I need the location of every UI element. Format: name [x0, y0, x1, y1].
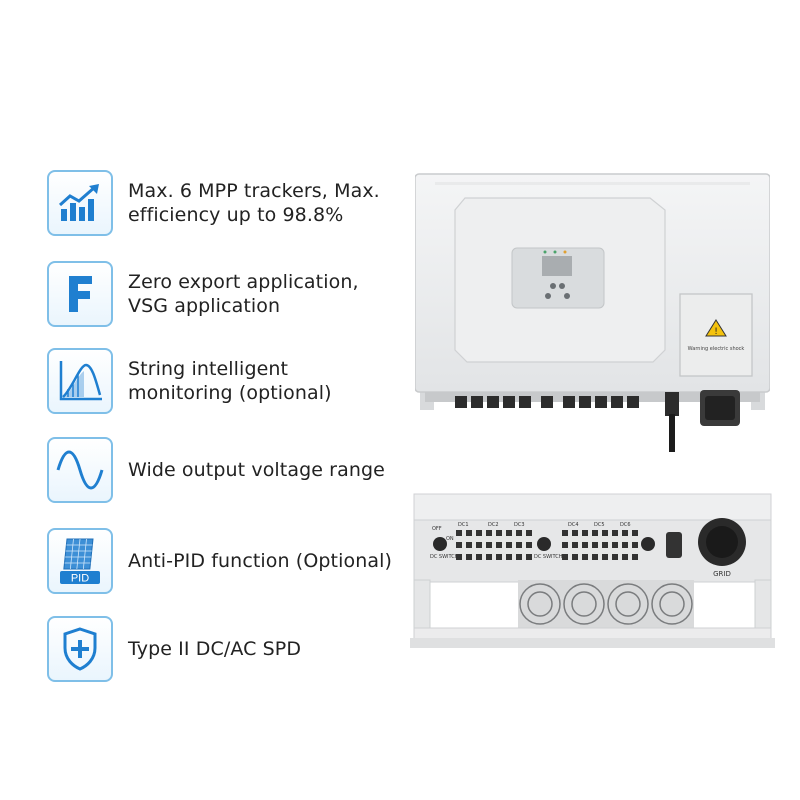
feature-anti-pid: PID Anti-PID function (Optional) — [47, 528, 392, 594]
dc5-label: DC5 — [594, 522, 605, 528]
inverter-front-image: ! Warning electric shock — [414, 170, 771, 455]
feature-text: Zero export application, VSG application — [128, 271, 359, 317]
sine-wave-icon — [47, 437, 113, 503]
feature-text: Type II DC/AC SPD — [128, 638, 302, 660]
on-label: ON — [446, 536, 454, 542]
curve-monitoring-icon — [47, 348, 113, 414]
feature-voltage-range: Wide output voltage range — [47, 437, 385, 503]
inverter-bottom-image: DC1 DC2 DC3 DC4 DC5 DC6 DC SWITCH DC SWI… — [410, 492, 775, 652]
letter-f-icon — [47, 261, 113, 327]
dc2-label: DC2 — [488, 522, 499, 528]
pid-badge: PID — [71, 573, 89, 585]
feature-zero-export: Zero export application, VSG application — [47, 261, 359, 327]
feature-text: Anti-PID function (Optional) — [128, 550, 392, 572]
feature-spd: Type II DC/AC SPD — [47, 616, 301, 682]
dc4-label: DC4 — [568, 522, 579, 528]
dc3-label: DC3 — [514, 522, 525, 528]
solar-panel-pid-icon: PID — [47, 528, 113, 594]
shield-plus-icon — [47, 616, 113, 682]
dc6-label: DC6 — [620, 522, 631, 528]
switch-label-mid: DC SWITCH — [534, 554, 563, 560]
dc1-label: DC1 — [458, 522, 469, 528]
feature-text: String intelligent monitoring (optional) — [128, 358, 332, 404]
switch-label-left: DC SWITCH — [430, 554, 459, 560]
grid-label: GRID — [713, 570, 731, 578]
feature-string-monitoring: String intelligent monitoring (optional) — [47, 348, 332, 414]
feature-text: Max. 6 MPP trackers, Max. efficiency up … — [128, 180, 380, 226]
svg-text:!: ! — [714, 327, 718, 337]
warning-label: Warning electric shock — [688, 346, 745, 352]
off-label: OFF — [432, 526, 442, 532]
feature-mpp-trackers: Max. 6 MPP trackers, Max. efficiency up … — [47, 170, 380, 236]
feature-text: Wide output voltage range — [128, 459, 385, 481]
rising-chart-icon — [47, 170, 113, 236]
